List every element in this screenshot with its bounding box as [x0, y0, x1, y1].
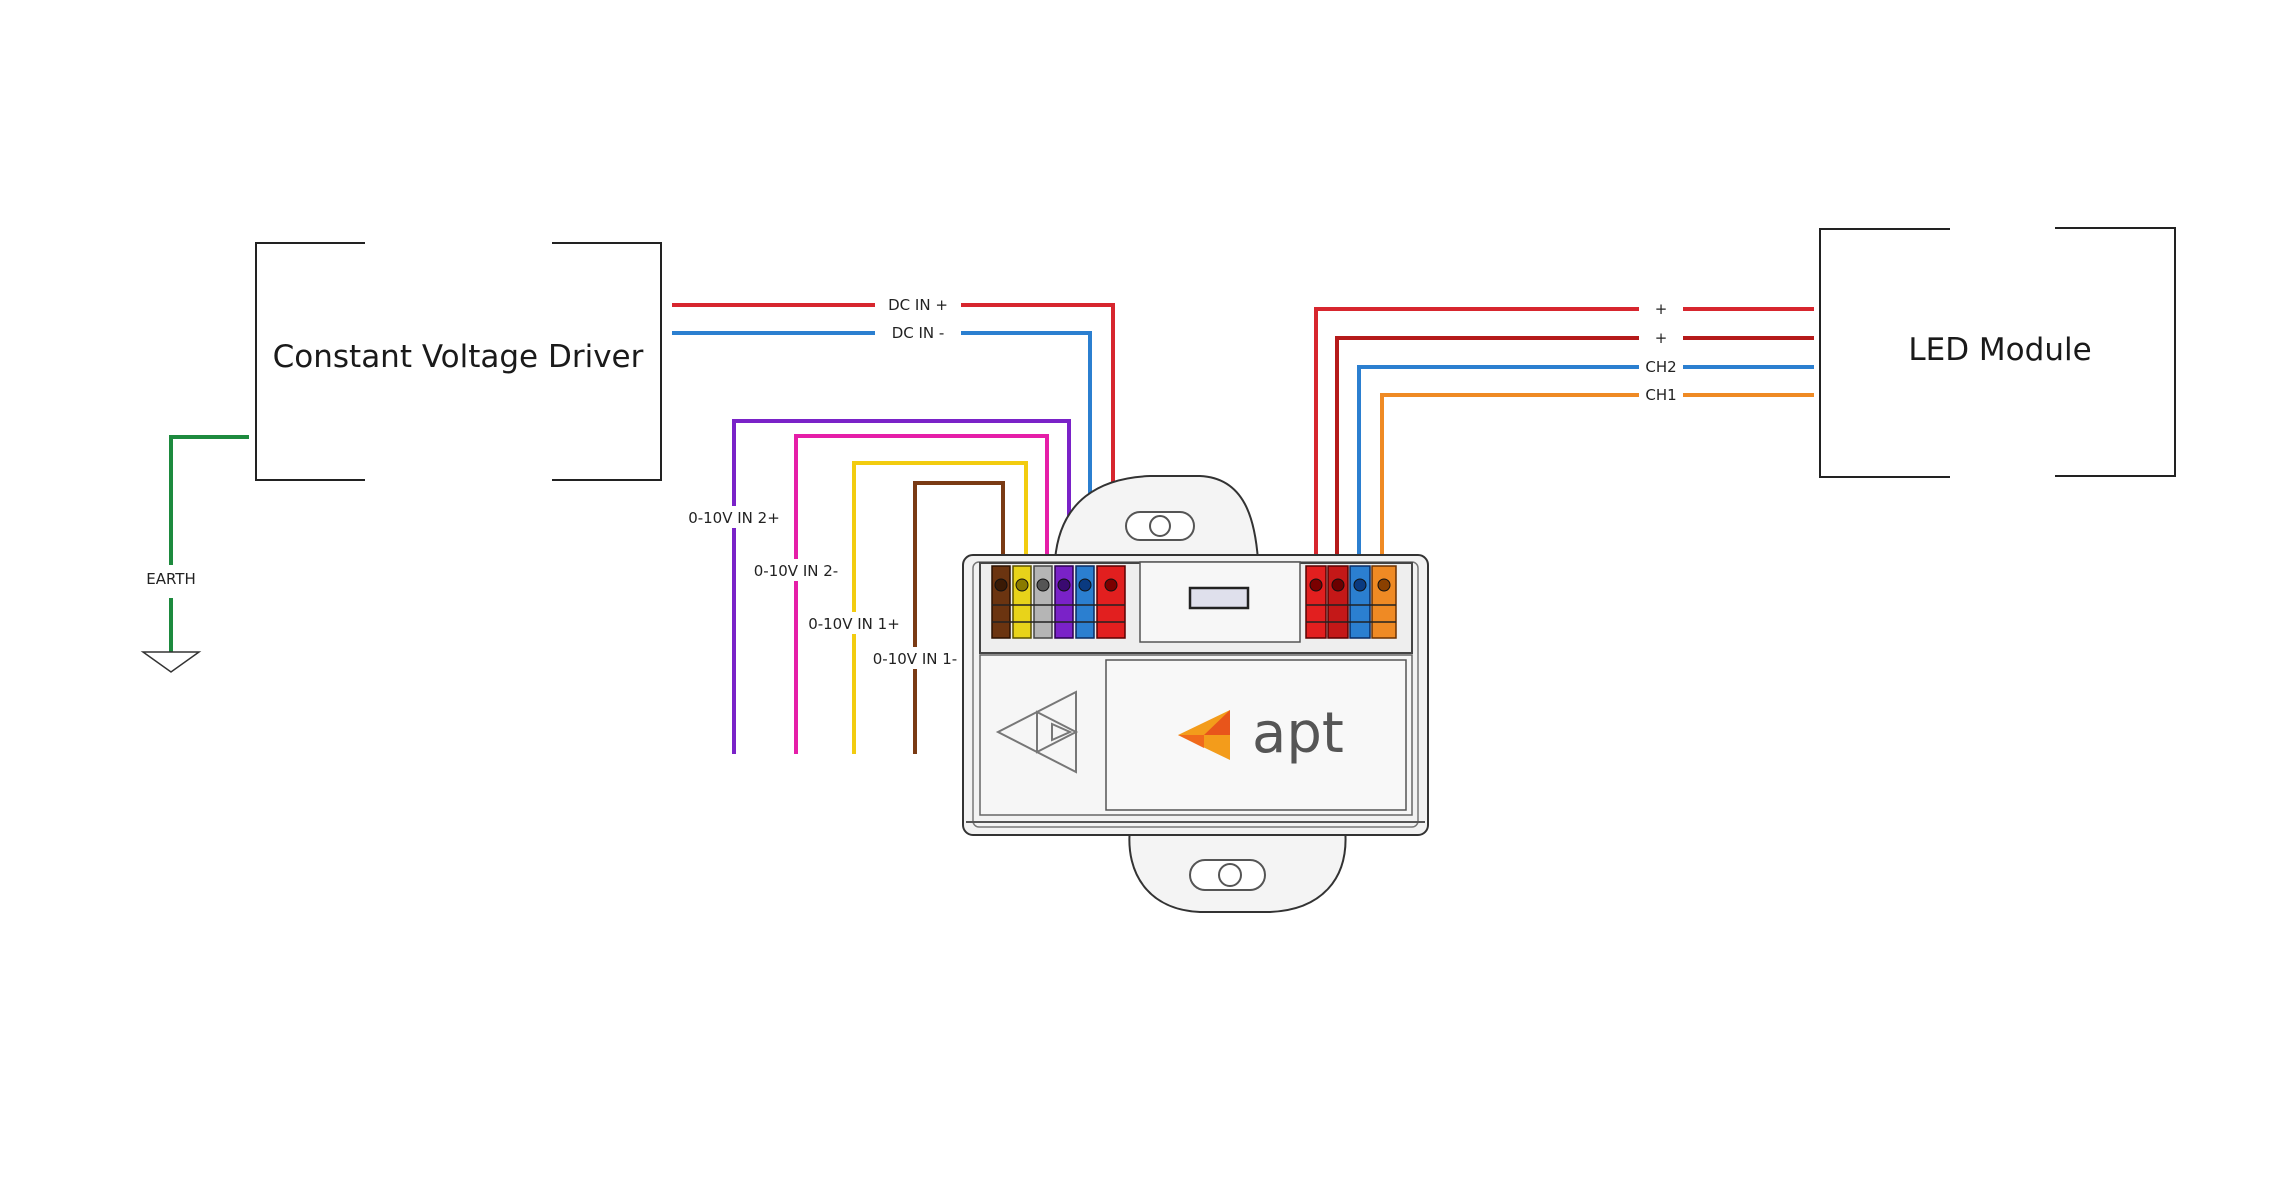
in1-plus-wire — [852, 461, 1028, 754]
triangle-emblem-icon — [995, 690, 1079, 774]
constant-voltage-driver: Constant Voltage Driver — [255, 242, 662, 481]
ch1-wire — [1380, 393, 1639, 577]
logo-label-area — [1105, 659, 1407, 811]
out-plus-1-label: + — [1655, 300, 1668, 318]
ch1-label: CH1 — [1645, 386, 1676, 404]
driver-label: Constant Voltage Driver — [273, 339, 644, 375]
status-window — [1188, 586, 1250, 610]
dc-input-wires: DC IN + DC IN - — [672, 296, 1115, 577]
out-plus-2-wire — [1335, 336, 1639, 577]
output-wires: + + CH2 CH1 — [1314, 300, 1814, 577]
in2-minus-label: 0-10V IN 2- — [754, 562, 838, 580]
earth-connection: EARTH — [136, 435, 249, 673]
earth-label: EARTH — [146, 570, 196, 588]
dc-in-minus-label: DC IN - — [892, 324, 945, 342]
apt-logo-icon — [1178, 710, 1230, 760]
in2-plus-wire — [732, 419, 1071, 754]
ch2-label: CH2 — [1645, 358, 1676, 376]
in2-minus-wire — [794, 434, 1049, 754]
apt-controller: apt — [962, 475, 1429, 913]
in1-minus-wire — [913, 481, 1005, 754]
dc-in-plus-label: DC IN + — [888, 296, 948, 314]
earth-wire — [169, 435, 249, 565]
in1-minus-label: 0-10V IN 1- — [873, 650, 957, 668]
ch2-wire — [1357, 365, 1639, 577]
in2-plus-label: 0-10V IN 2+ — [688, 509, 780, 527]
out-plus-2-label: + — [1655, 329, 1668, 347]
apt-logo-text: apt — [1252, 701, 1344, 766]
ground-symbol — [140, 651, 202, 673]
control-input-wires: 0-10V IN 2+ 0-10V IN 2- 0-10V IN 1+ 0-10… — [684, 419, 1071, 754]
output-terminal-block — [1305, 565, 1397, 639]
in1-plus-label: 0-10V IN 1+ — [808, 615, 900, 633]
input-terminal-block — [991, 565, 1126, 639]
led-module-label: LED Module — [1908, 332, 2091, 368]
out-plus-1-wire — [1314, 307, 1639, 577]
led-module: LED Module — [1819, 227, 2176, 478]
